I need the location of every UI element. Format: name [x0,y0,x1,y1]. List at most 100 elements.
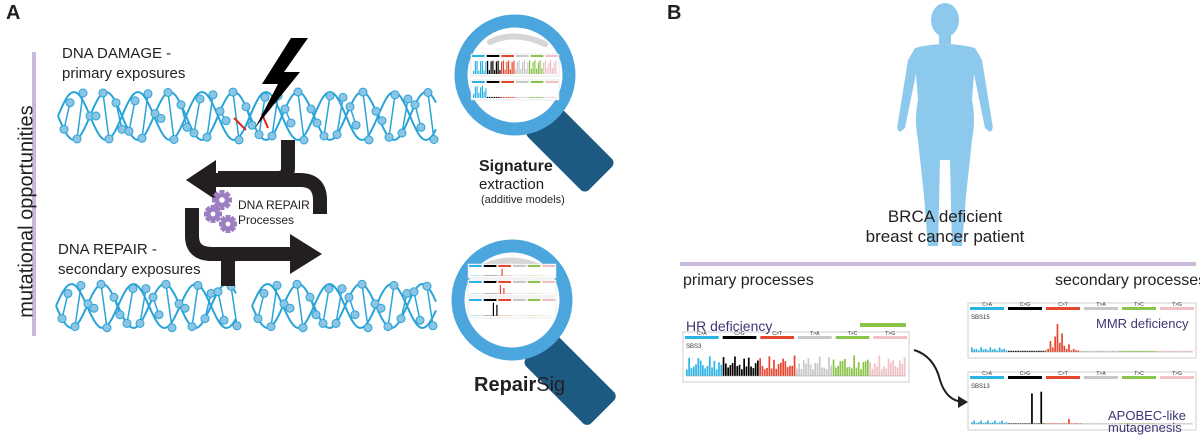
mutation-bar [789,366,791,376]
helix-rung [192,285,198,326]
panel-b-letter: B [667,2,681,25]
helix-node [326,92,334,100]
mutation-bar [1040,392,1042,424]
mutation-bar [771,369,773,377]
class-label: T>A [1096,302,1106,308]
lens-class-bar [528,265,541,267]
helix-node [286,304,294,312]
lens-bar [492,97,493,98]
helix-node [364,324,372,332]
helix-node [203,133,211,141]
lens-bar [554,63,555,74]
signature-id: SBS15 [971,315,990,321]
helix-node [77,281,85,289]
helix-node [216,107,224,115]
lens-class-bar [531,55,544,57]
lens-repairsig-plot [468,264,556,318]
mutation-bar [980,347,982,352]
hr-label: HR deficiency [686,318,772,334]
signature-bold-label: Signature [479,158,553,176]
helix-node [281,105,289,113]
helix-node [294,88,302,96]
helix-node [220,316,228,324]
mutation-bar [782,359,784,376]
mutation-bar [753,368,755,376]
lens-class-bar [542,265,555,267]
lens-bar [519,60,520,74]
lens-bar [512,97,513,98]
repairsig-bold: Repair [474,374,536,396]
helix-node [416,316,424,324]
helix-node [359,88,367,96]
lens-class-bar [472,55,485,57]
class-label: C>A [982,302,993,308]
helix-node [287,119,295,127]
lens-bar [550,97,551,98]
helix-node [233,322,241,330]
helix-node [105,135,113,143]
patient-line2: breast cancer patient [850,226,1040,248]
mutation-bar [762,366,764,376]
helix-node [333,131,341,139]
helix-node [345,293,353,301]
mutation-bar [879,356,881,377]
lens-bar [501,62,502,74]
lens-bar [487,97,488,98]
helix-rung [129,101,135,131]
lens-bar [485,88,486,98]
lens-class-bar [513,299,526,301]
lens-class-bar [531,81,544,83]
lens-bar [547,97,548,98]
lens-class-bar [501,81,514,83]
lens-bar [500,285,501,294]
lens-class-bar [542,281,555,283]
mutation-bar [978,422,980,424]
mutation-bar [732,363,734,376]
lens-class-bar [542,299,555,301]
helix-rung [101,284,107,327]
lens-bar [485,61,486,74]
mutation-bar [695,364,697,376]
helix-node [358,280,366,288]
repair-processes-line1: DNA REPAIR [238,198,310,212]
mutation-bar [769,356,771,376]
lens-bar [496,62,497,75]
helix-node [142,285,150,293]
mutation-bar [856,368,858,376]
class-label: C>T [1058,371,1068,377]
lens-bar [506,97,507,98]
lens-bar [484,92,485,99]
signature-extraction-label: extraction [479,176,544,193]
mutation-bar [764,369,766,376]
helix-rung [233,92,239,140]
lens-bar [538,97,539,98]
secondary-heading: secondary processes [1055,272,1200,290]
lens-class-bar [501,55,514,57]
mutation-bar [994,349,996,352]
mutation-bar [885,368,887,376]
mutation-bar [881,369,883,376]
helix-node [424,89,432,97]
mutation-bar [1061,333,1063,352]
helix-rung [168,93,174,140]
mutation-bar [730,365,732,376]
lens-bar [541,68,542,74]
mutation-bar [869,362,871,376]
helix-node [398,129,406,137]
mutation-bar [1031,393,1033,424]
lens-bar [543,63,544,74]
lens-class-bar [528,299,541,301]
helix-node [110,293,118,301]
repair-processes-line2: Processes [238,213,294,227]
mutation-bar [803,360,805,376]
mutation-bar [888,359,890,376]
lens-bar [478,93,479,98]
class-label: T>G [1172,302,1182,308]
mutation-bar [1050,341,1052,352]
helix-node [181,304,189,312]
mutation-bar [858,362,860,376]
mutation-bar [1003,349,1005,352]
mutation-bar [1001,421,1003,424]
lens-bar [552,97,553,98]
mutation-bar [821,367,823,376]
